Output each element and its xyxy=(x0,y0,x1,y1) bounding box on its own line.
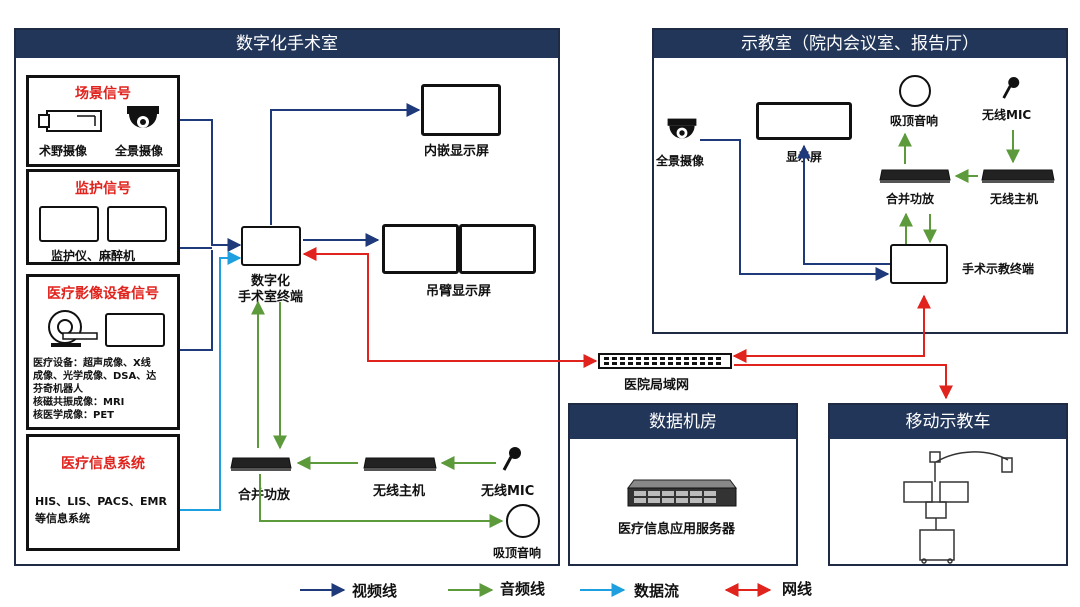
panoramic-camera-icon xyxy=(127,106,159,128)
net-line-or-terminal xyxy=(302,247,598,368)
monitor-label: 监护仪、麻醉机 xyxy=(51,249,136,263)
legend-audio-label: 音频线 xyxy=(500,580,546,598)
video-line-imaging xyxy=(180,250,213,351)
video-line-scene xyxy=(180,119,242,252)
imaging-desc-line-4: 核磁共振成像：MRI xyxy=(33,397,125,408)
teach-microphone-label: 无线MIC xyxy=(982,108,1032,122)
ct-scanner-icon xyxy=(48,310,98,347)
patient-monitor-screen xyxy=(39,206,99,242)
or-microphone-label: 无线MIC xyxy=(481,484,535,499)
teach-amplifier-label: 合并功放 xyxy=(886,192,935,206)
mobile-cart-panel: 移动示教车 xyxy=(828,403,1068,566)
legend-net-label: 网线 xyxy=(782,580,813,598)
monitor-signal-title: 监护信号 xyxy=(75,181,131,197)
datacenter-title: 数据机房 xyxy=(570,405,796,439)
mobile-cart-title: 移动示教车 xyxy=(830,405,1066,439)
mobile-cart-icon xyxy=(903,451,1013,564)
legend-video-label: 视频线 xyxy=(352,582,398,600)
teach-panoramic-camera-icon xyxy=(667,118,697,139)
his-desc-line-2: 等信息系统 xyxy=(35,512,90,525)
imaging-signal-title: 医疗影像设备信号 xyxy=(47,286,159,302)
teach-microphone-icon xyxy=(1002,77,1020,99)
video-line-teach-display xyxy=(797,144,890,265)
imaging-desc-line-5: 核医学成像：PET xyxy=(33,410,114,421)
teach-terminal-label: 手术示教终端 xyxy=(962,262,1035,276)
embedded-display-screen xyxy=(421,84,501,136)
or-amplifier-label: 合并功放 xyxy=(238,488,291,503)
legend-data-label: 数据流 xyxy=(634,582,680,600)
net-line-teach-terminal xyxy=(732,294,931,363)
or-ceiling-speaker-icon xyxy=(506,504,540,538)
teach-ceiling-speaker-label: 吸顶音响 xyxy=(890,114,939,128)
teach-amplifier-icon xyxy=(879,169,951,183)
teach-wireless-host-icon xyxy=(981,169,1055,183)
server-label: 医疗信息应用服务器 xyxy=(618,522,736,537)
teach-wireless-host-label: 无线主机 xyxy=(990,192,1039,206)
video-line-teach-cam xyxy=(700,139,890,281)
scene-signal-title: 场景信号 xyxy=(75,86,131,102)
imaging-desc-line-1: 医疗设备：超声成像、X线 xyxy=(33,358,151,369)
net-line-mobile-cart xyxy=(734,364,953,400)
or-microphone-icon xyxy=(502,447,521,471)
teaching-room-title: 示教室（院内会议室、报告厅） xyxy=(654,30,1066,58)
server-icon xyxy=(627,479,737,507)
or-wireless-host-label: 无线主机 xyxy=(373,484,426,499)
operating-room-title: 数字化手术室 xyxy=(16,30,558,58)
data-flow-line xyxy=(180,251,242,511)
monitor-signal-box: 监护信号 监护仪、麻醉机 xyxy=(26,169,180,265)
teach-ceiling-speaker-icon xyxy=(899,75,931,107)
teach-panoramic-camera-label: 全景摄像 xyxy=(656,154,705,168)
lan-switch-label: 医院局域网 xyxy=(624,378,690,393)
imaging-display-screen xyxy=(105,313,165,347)
field-camera-label: 术野摄像 xyxy=(39,144,88,158)
embedded-display-label: 内嵌显示屏 xyxy=(424,144,490,159)
his-desc-line-1: HIS、LIS、PACS、EMR xyxy=(35,495,167,508)
or-terminal xyxy=(241,226,301,266)
or-ceiling-speaker-label: 吸顶音响 xyxy=(493,546,542,560)
imaging-signal-box: 医疗影像设备信号 医疗设备：超声成像、X线 成像、光学成像、DSA、达 芬奇机器… xyxy=(26,274,180,430)
audio-line-or-amp-to-speaker xyxy=(259,474,504,528)
lan-switch-icon xyxy=(598,353,732,369)
imaging-desc-line-3: 芬奇机器人 xyxy=(33,384,83,395)
video-line-embedded xyxy=(270,103,421,225)
panoramic-camera-label: 全景摄像 xyxy=(115,144,164,158)
his-system-box: 医疗信息系统 HIS、LIS、PACS、EMR 等信息系统 xyxy=(26,434,180,551)
teach-display-screen xyxy=(756,102,852,140)
or-amplifier-icon xyxy=(230,457,292,471)
or-wireless-host-icon xyxy=(363,457,437,471)
his-system-title: 医疗信息系统 xyxy=(61,456,145,472)
scene-signal-box: 场景信号 术野摄像 全景摄像 xyxy=(26,75,180,167)
field-camera-icon xyxy=(38,110,102,132)
teach-terminal xyxy=(890,244,948,284)
anesthesia-machine-screen xyxy=(107,206,167,242)
imaging-desc-line-2: 成像、光学成像、DSA、达 xyxy=(33,371,157,382)
